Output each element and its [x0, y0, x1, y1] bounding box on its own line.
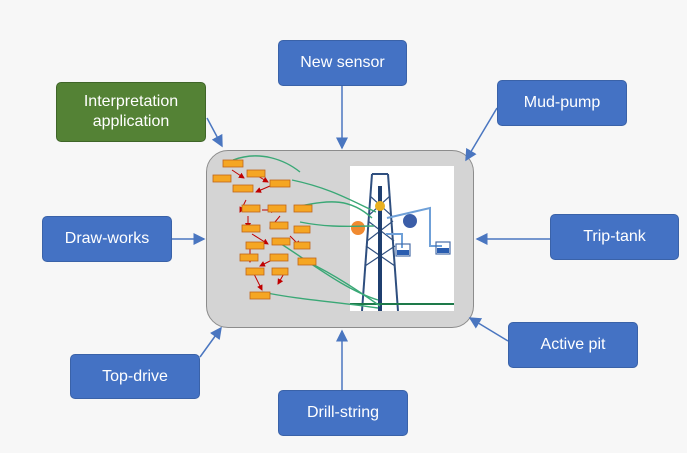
interpretation-application-box[interactable]: Interpretation application — [56, 82, 206, 142]
drilling-rig-icon — [350, 173, 454, 312]
top-drive-label: Top-drive — [102, 367, 168, 385]
new-sensor-label: New sensor — [300, 54, 385, 71]
interpretation-application-label: Interpretation application — [84, 92, 178, 132]
draw-works-label: Draw-works — [64, 230, 150, 247]
arrow-active-pit — [468, 317, 509, 342]
arrow-top-drive — [199, 326, 222, 358]
drill-string-box[interactable]: Drill-string — [278, 390, 408, 436]
interpretation-line1: Interpretation — [83, 93, 179, 110]
top-drive-box[interactable]: Top-drive — [70, 354, 200, 399]
draw-works-box[interactable]: Draw-works — [42, 216, 172, 262]
arrow-interpretation — [206, 117, 223, 148]
drilling-rig-schematic — [350, 166, 454, 312]
trip-tank-label: Trip-tank — [583, 228, 646, 245]
interpretation-line2: application — [92, 113, 170, 130]
mud-pump-box[interactable]: Mud-pump — [497, 80, 627, 126]
new-sensor-box[interactable]: New sensor — [278, 40, 407, 86]
arrow-mud-pump — [465, 107, 498, 162]
active-pit-label: Active pit — [540, 336, 606, 353]
trip-tank-box[interactable]: Trip-tank — [550, 214, 679, 260]
drill-string-label: Drill-string — [307, 404, 379, 421]
process-flowchart — [212, 159, 317, 300]
flow-connectors — [232, 155, 381, 309]
active-pit-box[interactable]: Active pit — [508, 322, 638, 368]
mud-pump-label: Mud-pump — [523, 94, 601, 111]
